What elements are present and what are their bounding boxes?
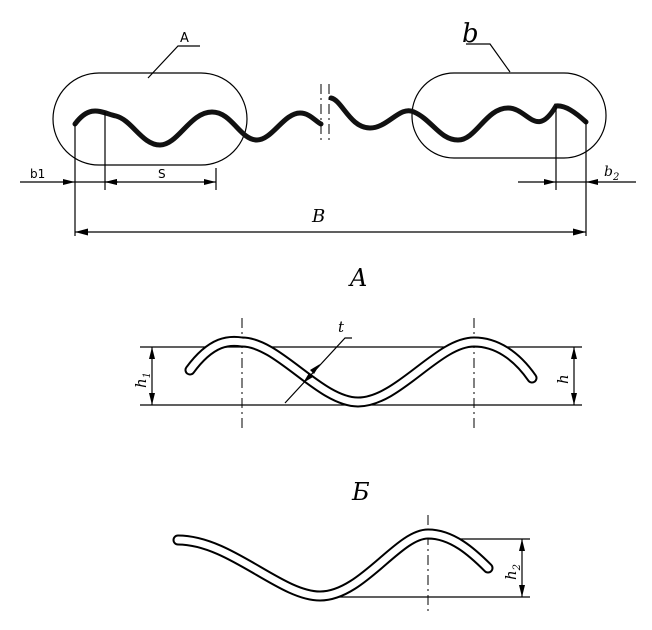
- detail-b-wire-profile: [172, 528, 494, 602]
- dim-b2-label: b2: [604, 164, 619, 183]
- top-view: A b b1 S b2: [20, 19, 636, 236]
- detail-a-outline: [52, 72, 248, 166]
- arrow-B-right: [573, 228, 586, 236]
- callout-a-label: A: [180, 31, 189, 46]
- dim-h1-label: h1: [132, 372, 153, 388]
- detail-a-view: A h1 h t: [132, 264, 582, 428]
- detail-b-view: Б h2: [172, 478, 530, 612]
- arrow-s-left: [105, 179, 117, 185]
- corrugated-profile-right: [328, 95, 589, 143]
- arrow-b1-right: [63, 179, 75, 185]
- dim-s-label: S: [158, 167, 166, 181]
- dim-t-label: t: [338, 318, 345, 336]
- detail-a-wire-profile: [184, 335, 538, 408]
- arrow-b2-right: [586, 179, 598, 185]
- arrow-B-left: [75, 228, 88, 236]
- corrugated-profile-left: [72, 108, 324, 148]
- leader-b: [466, 43, 511, 73]
- detail-b-outline: [411, 72, 607, 159]
- arrow-b2-left: [544, 179, 556, 185]
- leader-a: [147, 45, 200, 79]
- detail-b-title: Б: [351, 478, 370, 506]
- dim-h2-label: h2: [502, 564, 523, 580]
- dim-B-label: B: [311, 206, 325, 227]
- callout-b-label: b: [462, 19, 479, 49]
- dim-b1-label: b1: [30, 167, 45, 181]
- arrow-s-right: [204, 179, 216, 185]
- detail-a-title: A: [348, 264, 367, 292]
- dim-h-label: h: [554, 374, 572, 384]
